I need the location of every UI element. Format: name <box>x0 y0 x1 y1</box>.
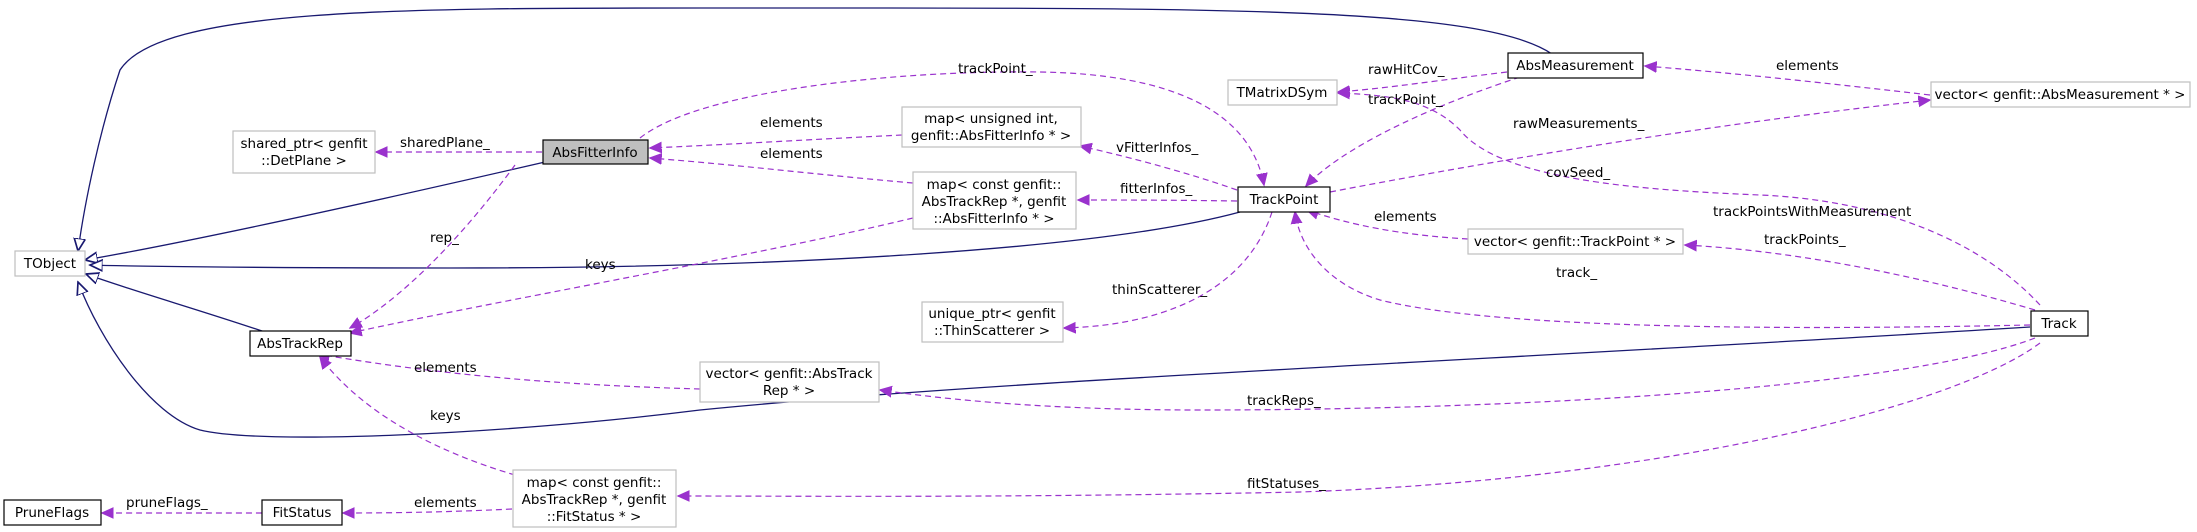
edge-rep <box>350 164 516 328</box>
edge-rawmeasurements <box>1329 100 1930 193</box>
label-rawmeasurements: rawMeasurements_ <box>1513 116 1645 132</box>
node-tmatrixdsym-label: TMatrixDSym <box>1236 85 1328 101</box>
usage-edges <box>102 66 2041 513</box>
label-keys-mapfs: keys <box>430 408 461 424</box>
node-map-fitstatus[interactable]: map< const genfit:: AbsTrackRep *, genfi… <box>512 469 677 528</box>
edge-trackreps <box>880 337 2036 411</box>
node-map-absfitterinfo-line2: AbsTrackRep *, genfit <box>922 194 1067 210</box>
node-vector-absmeasurement[interactable]: vector< genfit::AbsMeasurement * > <box>1930 81 2191 108</box>
node-tmatrixdsym[interactable]: TMatrixDSym <box>1227 79 1338 106</box>
edge-absfitterinfo-to-tobject <box>85 161 546 260</box>
node-sharedplane-line1: shared_ptr< genfit <box>241 136 368 152</box>
label-trackpoint-top: trackPoint_ <box>958 61 1033 77</box>
node-abstrackrep-label: AbsTrackRep <box>257 336 343 352</box>
edge-fitterinfos <box>1078 200 1238 201</box>
label-trackpoints: trackPoints_ <box>1764 232 1846 248</box>
node-abstrackrep[interactable]: AbsTrackRep <box>249 330 352 357</box>
edge-labels: sharedPlane_ rep_ trackPoint_ elements e… <box>126 58 1911 511</box>
edge-fitstatuses <box>678 342 2041 496</box>
edge-rawhitcov <box>1338 71 1508 92</box>
node-unique-thinscatterer[interactable]: unique_ptr< genfit ::ThinScatterer > <box>921 301 1064 343</box>
label-elements-am: elements <box>1776 58 1839 74</box>
edge-thinscatterer <box>1064 211 1273 328</box>
node-map-fitstatus-line2: AbsTrackRep *, genfit <box>522 492 667 508</box>
node-sharedplane[interactable]: shared_ptr< genfit ::DetPlane > <box>232 130 376 174</box>
node-map-absfitterinfo-line1: map< const genfit:: <box>927 177 1062 193</box>
label-track: track_ <box>1556 265 1597 281</box>
node-absfitterinfo[interactable]: AbsFitterInfo <box>542 139 649 165</box>
edge-elements-mapuint <box>650 134 903 148</box>
node-tobject[interactable]: TObject <box>14 250 86 277</box>
label-elements-mapfi: elements <box>760 146 823 162</box>
node-map-fitstatus-line3: ::FitStatus * > <box>547 509 642 525</box>
label-vfitterinfos: vFitterInfos_ <box>1116 140 1199 156</box>
node-map-absfitterinfo-line3: ::AbsFitterInfo * > <box>933 211 1054 227</box>
edge-vfitterinfos <box>1080 146 1238 191</box>
node-absmeasurement[interactable]: AbsMeasurement <box>1507 52 1644 79</box>
node-map-uint-line1: map< unsigned int, <box>924 111 1058 127</box>
node-map-fitstatus-line1: map< const genfit:: <box>527 475 662 491</box>
label-trackreps: trackReps_ <box>1247 393 1321 409</box>
node-map-absfitterinfo[interactable]: map< const genfit:: AbsTrackRep *, genfi… <box>912 171 1077 230</box>
node-vector-abstrackrep-line1: vector< genfit::AbsTrack <box>706 366 873 382</box>
node-unique-thinscatterer-line2: ::ThinScatterer > <box>934 323 1050 339</box>
edge-covseed <box>1338 93 2041 306</box>
node-track-label: Track <box>2040 316 2077 332</box>
node-map-uint-line2: genfit::AbsFitterInfo * > <box>911 128 1071 144</box>
node-sharedplane-line2: ::DetPlane > <box>261 153 347 169</box>
label-trackpoint-am: trackPoint_ <box>1368 92 1443 108</box>
label-rawhitcov: rawHitCov_ <box>1368 62 1445 78</box>
edge-keys-mapfs <box>320 357 516 476</box>
edge-trackpoint-top <box>639 71 1264 185</box>
edge-trackpoint-to-tobject <box>90 211 1241 268</box>
node-vector-trackpoint-label: vector< genfit::TrackPoint * > <box>1474 234 1676 250</box>
node-trackpoint[interactable]: TrackPoint <box>1237 186 1331 213</box>
edge-track-to-tobject <box>78 282 2031 438</box>
label-elements-tp: elements <box>1374 209 1437 225</box>
label-thinscatterer: thinScatterer_ <box>1112 282 1207 298</box>
node-vector-trackpoint[interactable]: vector< genfit::TrackPoint * > <box>1467 228 1684 255</box>
node-vector-abstrackrep[interactable]: vector< genfit::AbsTrack Rep * > <box>699 361 880 403</box>
edge-elements-tp <box>1307 210 1469 240</box>
label-rep: rep_ <box>430 230 459 246</box>
label-fitstatuses: fitStatuses_ <box>1247 476 1326 492</box>
node-vector-absmeasurement-label: vector< genfit::AbsMeasurement * > <box>1935 87 2186 103</box>
node-fitstatus-label: FitStatus <box>273 505 332 521</box>
label-trackpointswithmeasurement: trackPointsWithMeasurement <box>1713 204 1911 220</box>
edge-trackpoints <box>1685 245 2036 311</box>
node-vector-abstrackrep-line2: Rep * > <box>763 383 815 399</box>
node-pruneflags-label: PruneFlags <box>15 505 89 521</box>
node-pruneflags[interactable]: PruneFlags <box>3 499 102 526</box>
label-pruneflags: pruneFlags_ <box>126 495 208 511</box>
label-fitterinfos: fitterInfos_ <box>1120 181 1193 197</box>
node-track[interactable]: Track <box>2030 310 2089 337</box>
node-absfitterinfo-label: AbsFitterInfo <box>552 145 637 161</box>
label-elements-vtr: elements <box>414 360 477 376</box>
inheritance-edges <box>78 7 2031 438</box>
label-sharedplane: sharedPlane_ <box>400 135 490 151</box>
label-keys-mapfi: keys <box>585 257 616 273</box>
edge-elements-am <box>1645 66 1931 96</box>
node-unique-thinscatterer-line1: unique_ptr< genfit <box>928 306 1055 322</box>
edge-keys-mapfi <box>350 217 914 333</box>
label-elements-fs: elements <box>414 495 477 511</box>
node-trackpoint-label: TrackPoint <box>1249 192 1319 208</box>
nodes: TObject AbsFitterInfo shared_ptr< genfit… <box>3 52 2191 528</box>
edge-track <box>1295 212 2031 329</box>
edge-elements-fs <box>343 509 513 513</box>
edge-absmeasurement-to-tobject <box>78 7 1553 251</box>
edge-elements-mapfi <box>650 158 914 184</box>
edge-elements-vtr <box>318 354 701 390</box>
edge-trackpoint-am <box>1306 76 1521 186</box>
edge-abstrackrep-to-tobject <box>86 274 266 333</box>
node-tobject-label: TObject <box>23 256 76 272</box>
label-covseed: covSeed_ <box>1546 165 1610 181</box>
node-fitstatus[interactable]: FitStatus <box>261 499 343 526</box>
label-elements-mapuint: elements <box>760 115 823 131</box>
node-map-uint-absfitterinfo[interactable]: map< unsigned int, genfit::AbsFitterInfo… <box>901 106 1082 148</box>
node-absmeasurement-label: AbsMeasurement <box>1516 58 1634 74</box>
